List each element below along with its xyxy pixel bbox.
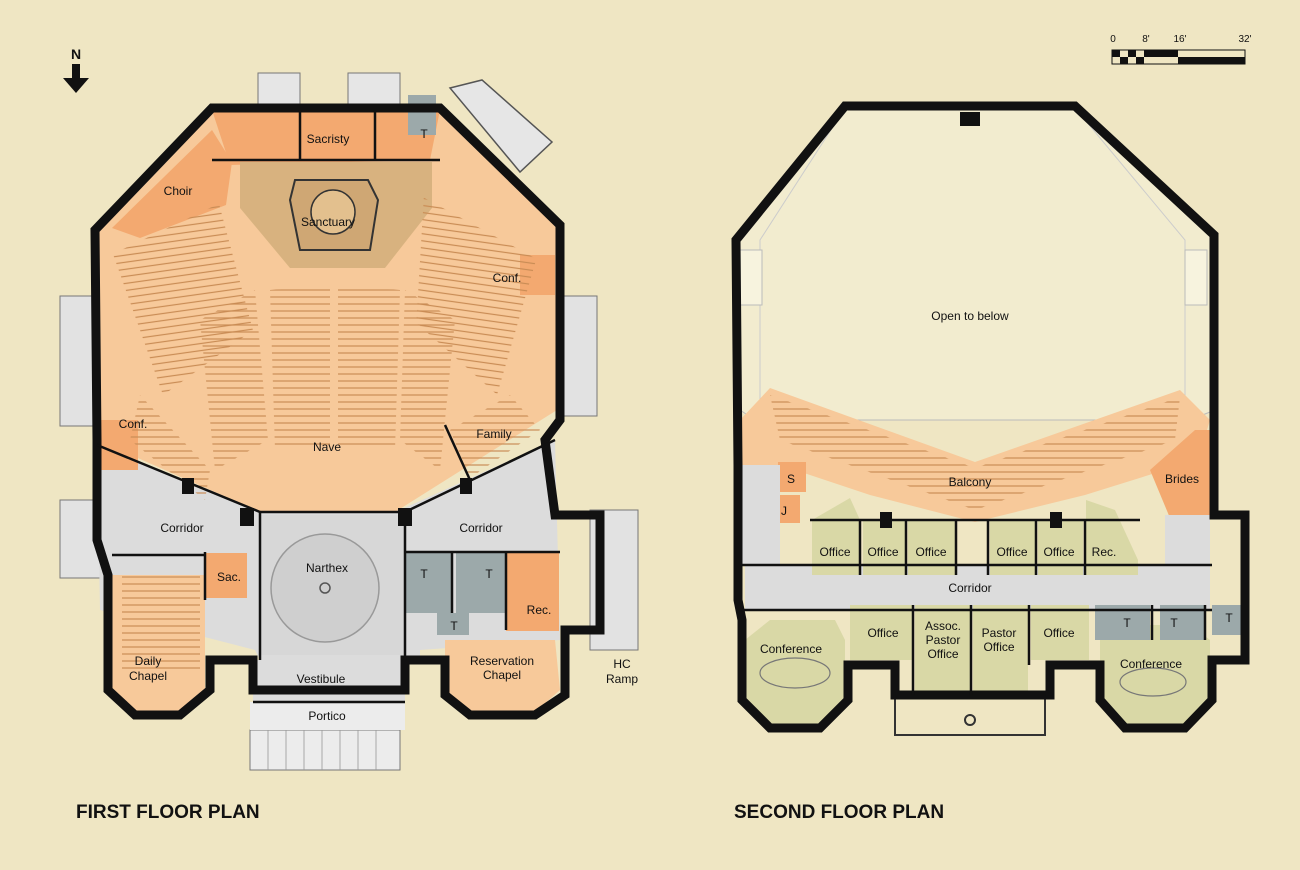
- room-sac: Sac.: [217, 570, 241, 584]
- room-sacristy: Sacristy: [307, 132, 350, 146]
- second-floor-title: SECOND FLOOR PLAN: [734, 802, 944, 823]
- room-toilet-1: T: [420, 567, 428, 581]
- first-floor-title: FIRST FLOOR PLAN: [76, 802, 260, 823]
- room-assoc-line3: Office: [927, 647, 958, 661]
- hc-ramp-line1: HC: [613, 657, 631, 671]
- room-office-6: Office: [867, 626, 898, 640]
- room-assoc-line1: Assoc.: [925, 619, 961, 633]
- scale-tick-16: 16': [1173, 34, 1186, 45]
- room-reservation-chapel-line2: Chapel: [483, 668, 521, 682]
- room-corridor-right: Corridor: [459, 521, 502, 535]
- room-nave: Nave: [313, 440, 341, 454]
- scale-tick-8: 8': [1142, 34, 1150, 45]
- room-corridor-2: Corridor: [948, 581, 991, 595]
- room-vestibule: Vestibule: [297, 672, 346, 686]
- room-pastor-line1: Pastor: [982, 626, 1017, 640]
- room-pastor-line2: Office: [983, 640, 1014, 654]
- room-balcony: Balcony: [949, 475, 992, 489]
- room-conference-right: Conference: [1120, 657, 1182, 671]
- room-rec-2: Rec.: [1092, 545, 1117, 559]
- scale-bar: 0 8' 16' 32': [1110, 34, 1252, 65]
- room-narthex: Narthex: [306, 561, 348, 575]
- second-floor-plan: Open to below Balcony S J Brides Office …: [731, 101, 1250, 823]
- north-arrow-icon: N: [63, 46, 89, 93]
- room-family: Family: [476, 427, 511, 441]
- room-rec: Rec.: [527, 603, 552, 617]
- room-toilet-2c: T: [1225, 611, 1233, 625]
- north-letter: N: [71, 46, 81, 62]
- room-office-2: Office: [867, 545, 898, 559]
- room-office-1: Office: [819, 545, 850, 559]
- room-office-7: Office: [1043, 626, 1074, 640]
- room-confession-left: Conf.: [119, 417, 148, 431]
- room-daily-chapel-line2: Chapel: [129, 669, 167, 683]
- scale-tick-0: 0: [1110, 34, 1116, 45]
- room-portico: Portico: [308, 709, 346, 723]
- room-office-4: Office: [996, 545, 1027, 559]
- room-toilet-top: T: [420, 127, 428, 141]
- room-assoc-line2: Pastor: [926, 633, 961, 647]
- room-daily-chapel-line1: Daily: [135, 654, 162, 668]
- room-sanctuary: Sanctuary: [301, 215, 355, 229]
- first-floor-labels: Sacristy T Choir Sanctuary Conf. Conf. N…: [119, 127, 639, 723]
- room-conference-left: Conference: [760, 642, 822, 656]
- room-office-5: Office: [1043, 545, 1074, 559]
- open-to-below: Open to below: [931, 309, 1009, 323]
- room-toilet-2b: T: [1170, 616, 1178, 630]
- hc-ramp-line2: Ramp: [606, 672, 638, 686]
- room-choir: Choir: [164, 184, 193, 198]
- room-toilet-3: T: [450, 619, 458, 633]
- room-corridor-left: Corridor: [160, 521, 203, 535]
- scale-tick-32: 32': [1238, 34, 1251, 45]
- room-confession-right: Conf.: [493, 271, 522, 285]
- second-floor-labels: Open to below Balcony S J Brides Office …: [760, 309, 1233, 671]
- room-s: S: [787, 472, 795, 486]
- first-floor-plan: Sacristy T Choir Sanctuary Conf. Conf. N…: [59, 72, 639, 823]
- room-reservation-chapel-line1: Reservation: [470, 654, 534, 668]
- room-toilet-2a: T: [1123, 616, 1131, 630]
- room-brides: Brides: [1165, 472, 1199, 486]
- room-office-3: Office: [915, 545, 946, 559]
- room-toilet-2: T: [485, 567, 493, 581]
- room-j: J: [781, 504, 787, 518]
